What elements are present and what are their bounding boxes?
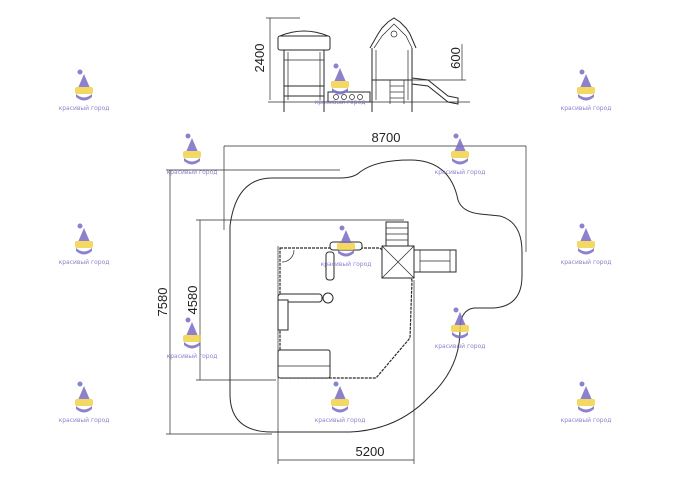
svg-text:красивый город: красивый город — [561, 417, 612, 424]
svg-text:красивый город: красивый город — [59, 105, 110, 112]
svg-text:красивый город: красивый город — [59, 417, 110, 424]
watermark-logo: красивый город — [435, 307, 486, 350]
plan-view: 8700 7580 4580 5200 — [155, 130, 527, 464]
watermark-logo: красивый город — [59, 223, 110, 266]
elevation-view: 2400 — [252, 17, 470, 112]
canopy-structure — [277, 30, 331, 112]
watermark-logo: красивый город — [59, 69, 110, 112]
svg-text:красивый город: красивый город — [561, 105, 612, 112]
bench-vertical — [325, 251, 335, 281]
watermark-logo: красивый город — [315, 63, 366, 106]
svg-text:красивый город: красивый город — [167, 353, 218, 360]
watermark-logo: красивый город — [561, 69, 612, 112]
corner-arc — [281, 249, 295, 263]
watermark-logo: красивый город — [435, 133, 486, 176]
elevation-height-label: 2400 — [252, 44, 267, 73]
tower-structure — [369, 17, 417, 112]
svg-text:красивый город: красивый город — [167, 169, 218, 176]
watermark-logo: красивый город — [167, 133, 218, 176]
total-depth-label: 7580 — [155, 288, 170, 317]
watermark-logo: красивый город — [59, 381, 110, 424]
watermark-logo: красивый город — [321, 225, 372, 268]
slide — [411, 77, 459, 105]
watermark-logo: красивый город — [561, 381, 612, 424]
platform-height-label: 600 — [448, 47, 463, 69]
svg-text:красивый город: красивый город — [315, 99, 366, 106]
safety-zone-outline — [229, 159, 523, 433]
sandbox-frame — [327, 91, 371, 103]
bench-horizontal — [277, 293, 323, 303]
svg-text:красивый город: красивый город — [315, 417, 366, 424]
fence-perimeter — [279, 247, 413, 379]
sandbox-block — [277, 349, 331, 379]
svg-text:красивый город: красивый город — [59, 259, 110, 266]
watermark-logo: красивый город — [167, 317, 218, 360]
watermark-logo: красивый город — [561, 223, 612, 266]
svg-text:красивый город: красивый город — [321, 261, 372, 268]
watermark-layer: красивый город красивый город красивый гор… — [59, 63, 612, 424]
bench-side — [277, 299, 289, 331]
bench-joint — [322, 292, 334, 304]
svg-text:красивый город: красивый город — [435, 169, 486, 176]
inner-width-label: 5200 — [356, 444, 385, 459]
svg-text:красивый город: красивый город — [561, 259, 612, 266]
total-width-label: 8700 — [372, 130, 401, 145]
inner-depth-label: 4580 — [185, 286, 200, 315]
watermark-logo: красивый город — [315, 381, 366, 424]
svg-text:красивый город: красивый город — [435, 343, 486, 350]
